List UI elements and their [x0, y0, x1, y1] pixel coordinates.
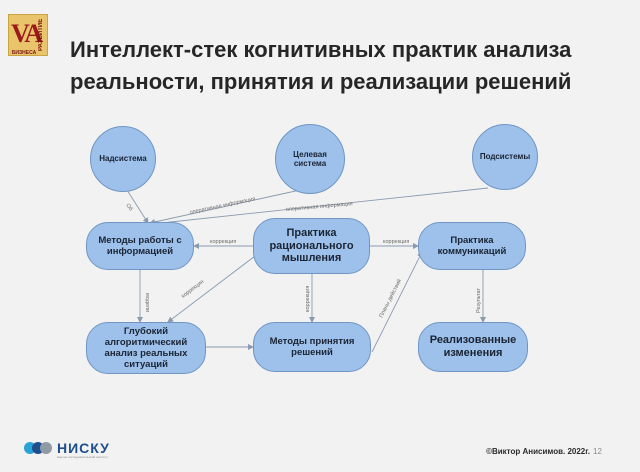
nisku-tagline: Научно-исследовательский институт: [57, 455, 109, 459]
edge-label-info-in: Об: [124, 203, 133, 213]
edge-label-operative-info-2: оперативная информация: [286, 201, 353, 213]
arrow-rational-to-analysis: [167, 255, 256, 323]
logo-letters: VA: [11, 19, 43, 48]
edge-label-analysis-down: модели: [144, 293, 150, 312]
logo-circle-3: [40, 442, 52, 454]
node-decision-methods: Методы принятия решений: [253, 322, 371, 372]
title-line-1: Интеллект-стек когнитивных практик анали…: [70, 37, 572, 62]
arrow-decision-to-communication: [371, 251, 423, 353]
slide-title: Интеллект-стек когнитивных практик анали…: [70, 34, 590, 98]
edge-label-results: Результат: [476, 288, 482, 313]
copyright: ©Виктор Анисимов. 2022г.: [486, 447, 590, 456]
node-subsystems: Подсистемы: [472, 124, 538, 190]
node-target-system: Целевая система: [275, 124, 345, 194]
node-rational-thinking: Практика рационального мышления: [253, 218, 370, 274]
edge-label-operative-info-1: оперативная информация: [189, 196, 256, 216]
edge-label-correction-right: коррекция: [383, 239, 409, 245]
node-deep-analysis: Глубокий алгоритмический анализ реальных…: [86, 322, 206, 374]
logo-bottom-text: БИЗНЕСА: [11, 50, 37, 56]
nisku-brand: НИСКУ: [57, 440, 110, 456]
company-logo: VA РАЗВИТИЕ БИЗНЕСА: [8, 14, 48, 56]
page-number: 12: [593, 447, 602, 456]
arrow-subsystems-to-info: [151, 187, 489, 227]
arrow-supersystem-to-info: [126, 189, 149, 224]
node-implemented-changes: Реализованные изменения: [418, 322, 528, 372]
node-info-methods: Методы работы с информацией: [86, 222, 194, 270]
edge-label-correction-left: коррекция: [210, 239, 236, 245]
node-communication: Практика коммуникаций: [418, 222, 526, 270]
node-supersystem: Надсистема: [90, 126, 156, 192]
arrow-target-to-info: [149, 189, 301, 225]
edge-label-correction-down: коррекция: [305, 286, 311, 312]
title-line-2: реальности, принятия и реализации решени…: [70, 69, 572, 94]
